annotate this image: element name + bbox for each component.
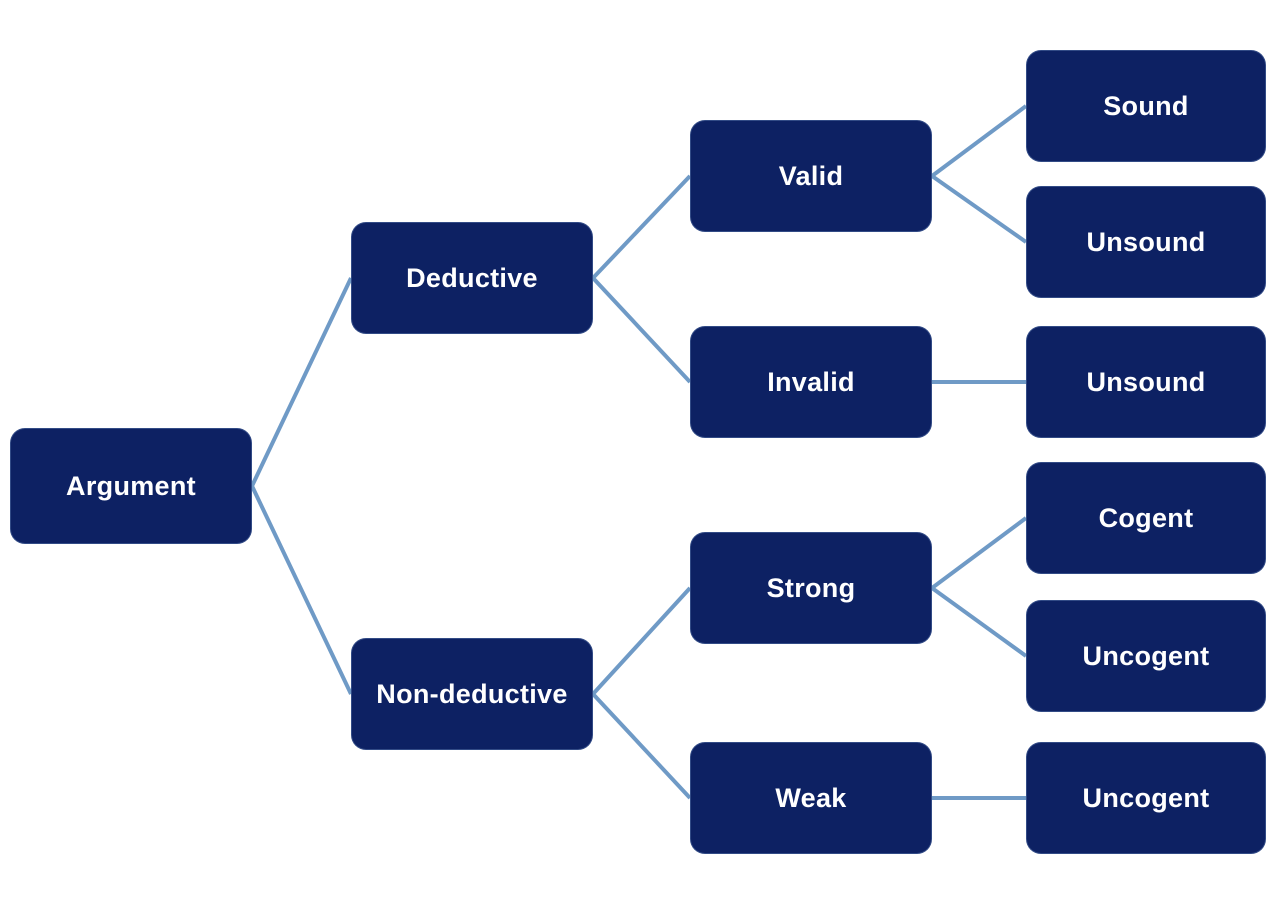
edge-strong-uncogent-1 [930,586,1028,658]
node-label-uncogent-2: Uncogent [1082,782,1210,813]
node-label-unsound-2: Unsound [1086,366,1206,397]
node-label-sound: Sound [1103,90,1189,121]
node-label-valid: Valid [778,160,844,191]
node-valid: Valid [690,120,932,232]
node-strong: Strong [690,532,932,644]
node-label-deductive: Deductive [406,262,538,293]
node-argument: Argument [10,428,252,544]
node-label-non-deductive: Non-deductive [376,678,568,709]
edge-argument-deductive [250,277,353,487]
node-label-uncogent-1: Uncogent [1082,640,1210,671]
node-cogent: Cogent [1026,462,1266,574]
node-non-deductive: Non-deductive [351,638,593,750]
node-label-strong: Strong [766,572,856,603]
node-label-argument: Argument [66,470,196,501]
node-label-unsound-1: Unsound [1086,226,1206,257]
node-unsound-1: Unsound [1026,186,1266,298]
edge-deductive-invalid [591,276,692,384]
node-label-invalid: Invalid [767,366,855,397]
edge-non-deductive-strong [591,586,692,696]
node-uncogent-1: Uncogent [1026,600,1266,712]
node-unsound-2: Unsound [1026,326,1266,438]
edge-argument-non-deductive [250,485,353,695]
edge-non-deductive-weak [591,692,692,800]
edge-strong-cogent [930,516,1028,590]
edge-deductive-valid [591,174,692,280]
node-weak: Weak [690,742,932,854]
node-sound: Sound [1026,50,1266,162]
edge-valid-sound [930,104,1028,178]
node-label-cogent: Cogent [1098,502,1194,533]
node-label-weak: Weak [775,782,847,813]
edge-valid-unsound-1 [930,174,1028,244]
node-deductive: Deductive [351,222,593,334]
node-invalid: Invalid [690,326,932,438]
node-uncogent-2: Uncogent [1026,742,1266,854]
